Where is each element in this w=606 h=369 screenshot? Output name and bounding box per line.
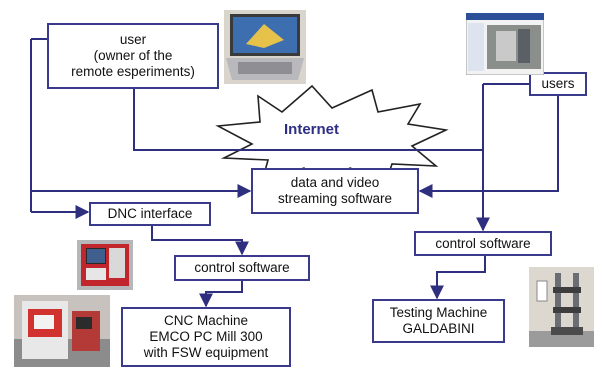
cnc-control-panel-photo: [77, 240, 133, 290]
owner-line-1: user: [119, 32, 147, 48]
control-left-label: control software: [194, 260, 290, 276]
arrow-control-left-to-cnc: [199, 280, 243, 308]
cnc-machine-box: CNC Machine EMCO PC Mill 300 with FSW eq…: [121, 307, 291, 367]
owner-line-2: (owner of the: [93, 48, 173, 64]
cnc-line-1: CNC Machine: [163, 313, 248, 329]
testing-line-2: GALDABINI: [402, 321, 475, 336]
streaming-software-box: data and video streaming software: [251, 168, 419, 214]
testing-line-1: Testing Machine: [389, 305, 488, 321]
arrow-control-right-to-testing: [430, 255, 486, 300]
control-right-label: control software: [435, 235, 531, 251]
dnc-interface-box: DNC interface: [89, 202, 211, 226]
browser-screenshot-photo: [466, 13, 544, 75]
cnc-machine-photo: [14, 295, 110, 367]
arrow-dnc-to-control-left: [151, 224, 249, 256]
control-software-right-box: control software: [414, 231, 552, 256]
dnc-label: DNC interface: [107, 206, 193, 222]
users-label: users: [541, 76, 575, 92]
laptop-photo: [224, 10, 306, 84]
arrow-users-to-streaming: [418, 94, 559, 198]
owner-user-box: user (owner of the remote esperiments): [47, 23, 219, 89]
cnc-line-3: with FSW equipment: [143, 344, 269, 360]
users-box: users: [529, 72, 587, 96]
control-software-left-box: control software: [174, 255, 310, 281]
owner-line-3: remote esperiments): [71, 63, 195, 79]
cnc-line-2: EMCO PC Mill 300: [149, 329, 263, 345]
testing-machine-photo: [529, 267, 594, 347]
streaming-line-2: streaming software: [277, 191, 393, 206]
testing-machine-box: Testing Machine GALDABINI: [372, 299, 505, 343]
streaming-line-1: data and video: [290, 175, 380, 191]
internet-label: Internet: [284, 121, 340, 138]
internet-cloud-shape: [215, 84, 449, 190]
